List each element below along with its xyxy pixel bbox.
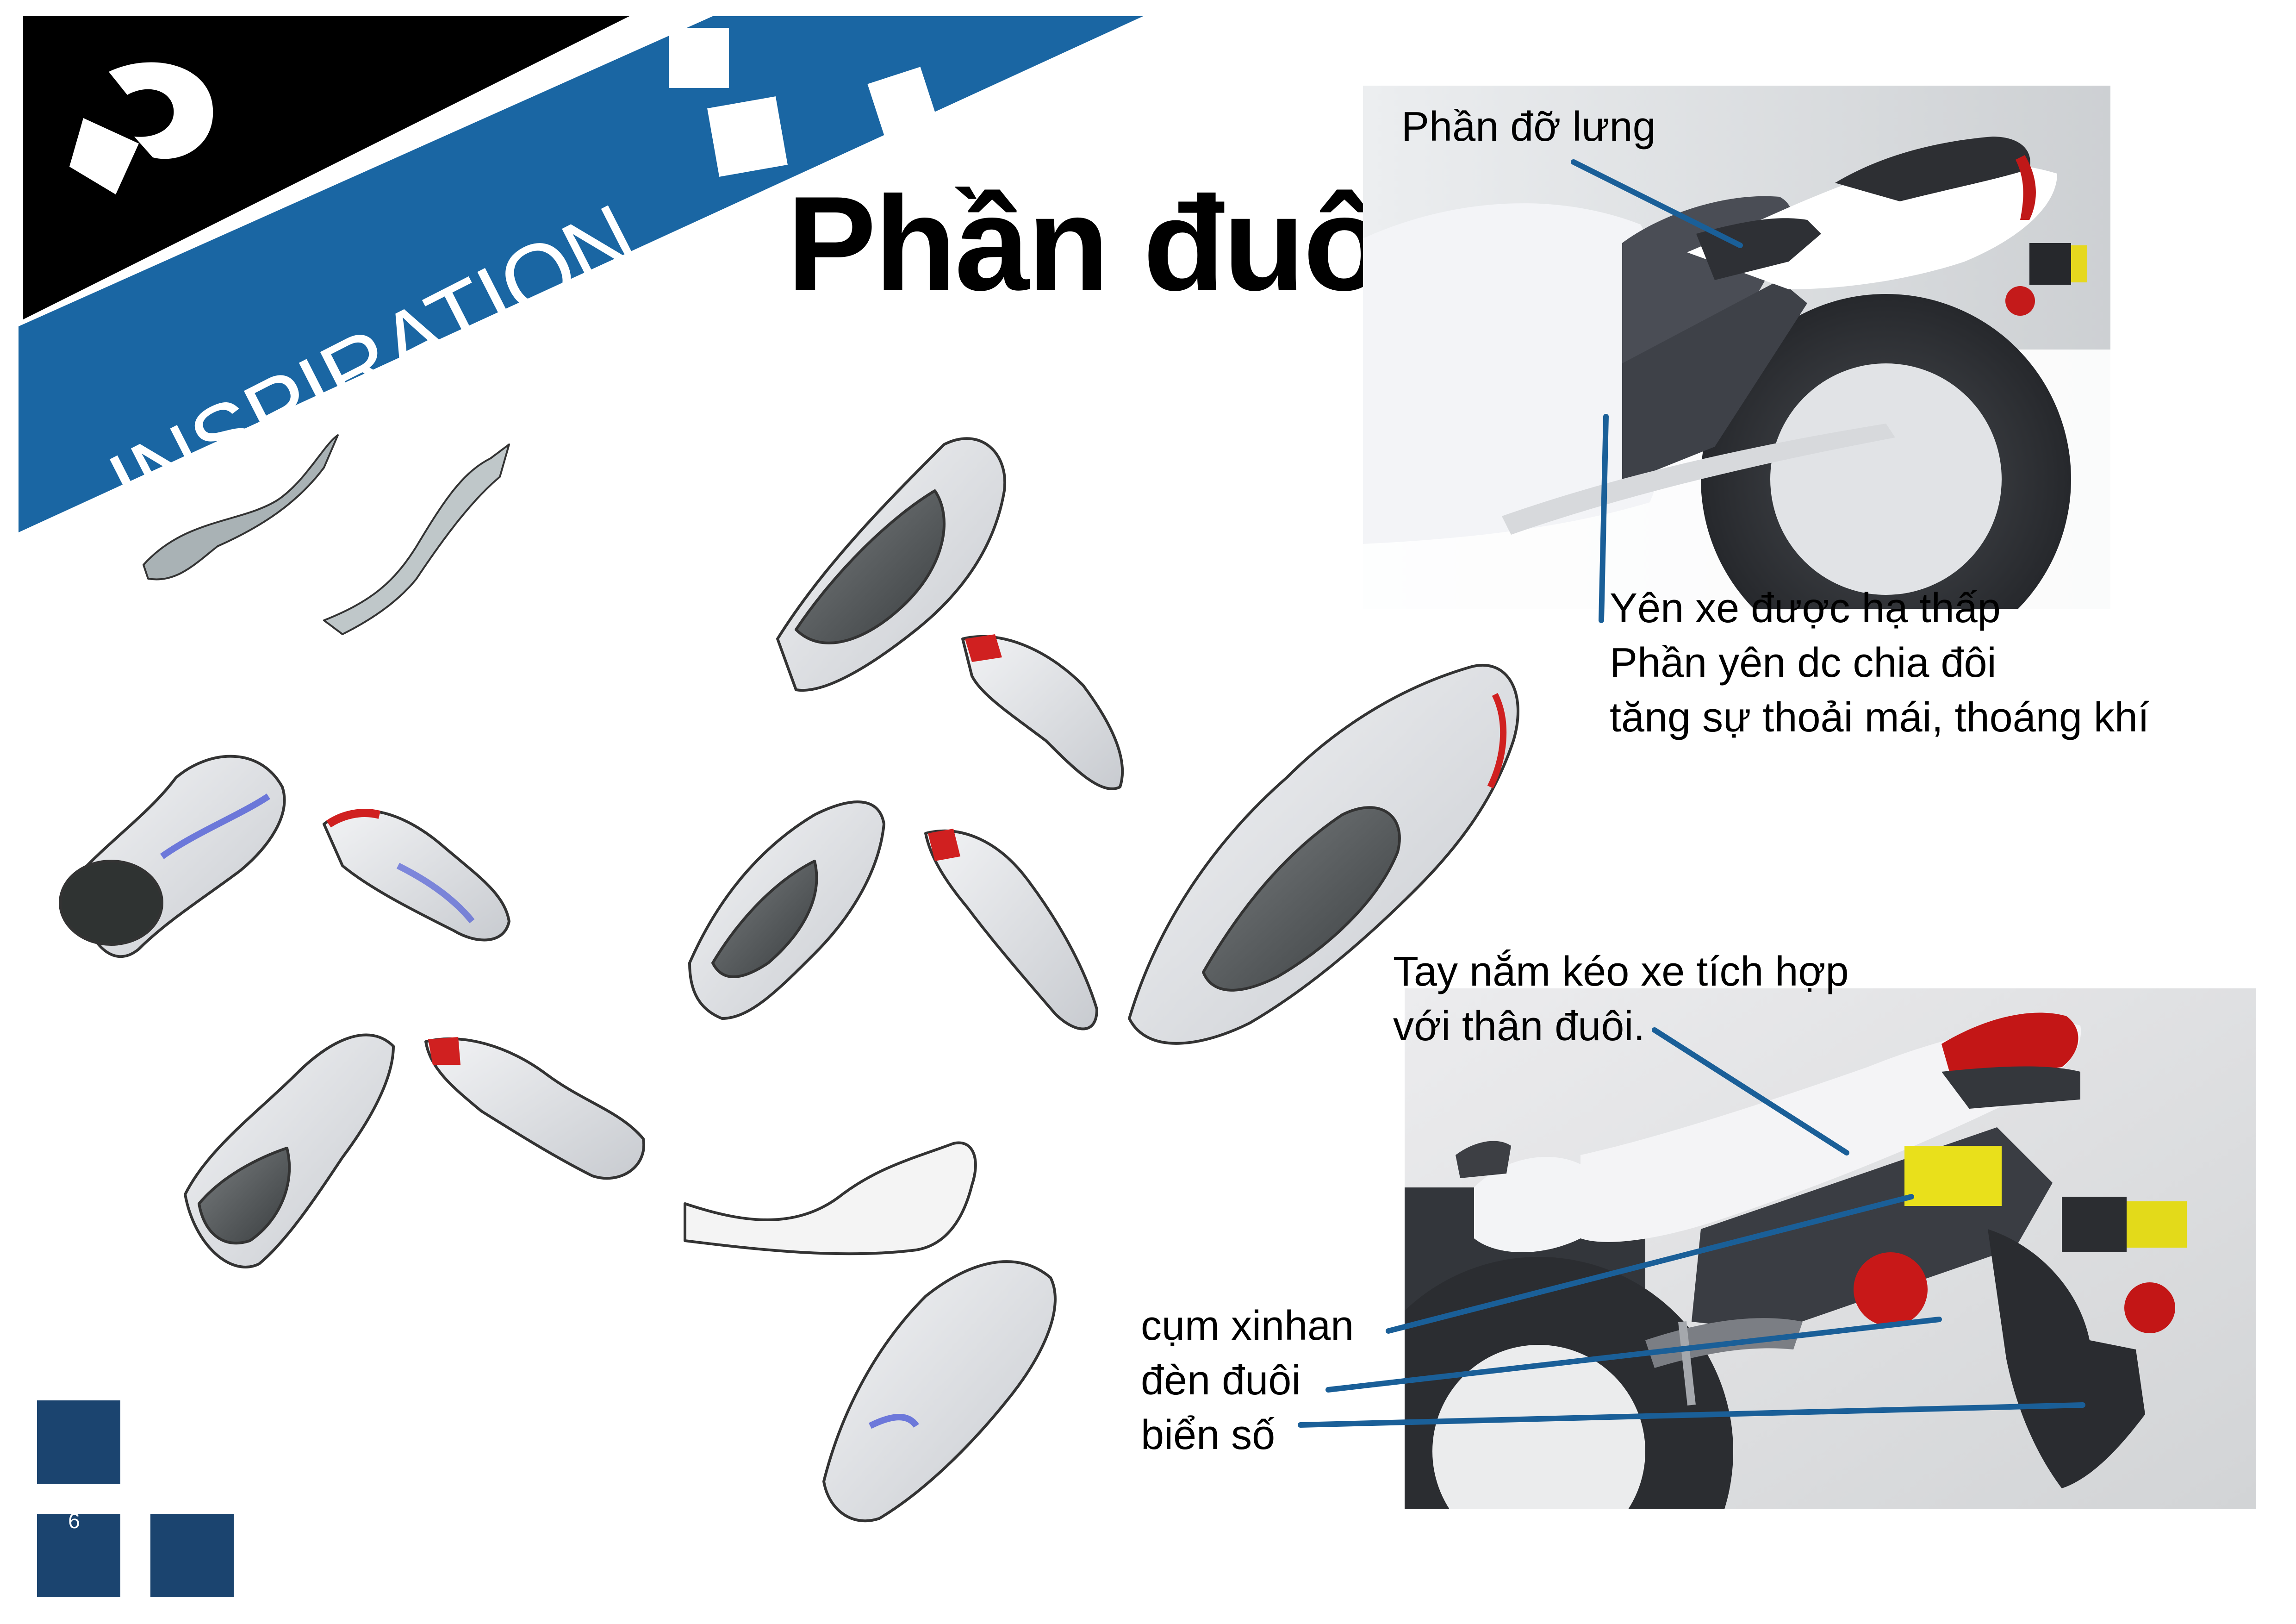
brand-logo xyxy=(69,62,213,194)
leader-handle xyxy=(1652,1027,1849,1156)
blue-banner xyxy=(19,16,1143,532)
footer-block-3 xyxy=(150,1514,234,1597)
callout-seat-line-1: Yên xe được hạ thấp xyxy=(1610,585,2001,631)
white-square-3 xyxy=(867,67,938,137)
sketch-tail-4 xyxy=(424,1037,646,1180)
callout-handle-line-1: Tay nắm kéo xe tích hợp xyxy=(1393,949,1849,995)
sketch-tail-8 xyxy=(924,829,1098,1031)
footer-block-2 xyxy=(37,1514,120,1597)
callout-tail-light: đèn đuôi xyxy=(1141,1357,1301,1404)
white-square-1 xyxy=(669,28,729,88)
sketch-side-1 xyxy=(143,434,339,581)
sketch-tail-10 xyxy=(822,1260,1057,1523)
footer-block-1 xyxy=(37,1400,120,1484)
render-photo-top xyxy=(1363,86,2110,609)
page-number: 6 xyxy=(68,1509,80,1533)
leader-seat xyxy=(1599,414,1609,623)
white-square-2 xyxy=(707,96,788,177)
callout-turn-signal: cụm xinhan xyxy=(1141,1303,1354,1349)
leader-tail-light xyxy=(1325,1317,1942,1393)
callout-seat-line-2: Phần yên dc chia đôi xyxy=(1610,640,1997,686)
leader-plate xyxy=(1298,1402,2085,1428)
callout-license-plate: biển số xyxy=(1141,1412,1276,1458)
sketch-tail-6 xyxy=(961,635,1124,790)
callout-backrest: Phần đỡ lưng xyxy=(1401,104,1656,150)
leader-turn-signal xyxy=(1386,1194,1914,1334)
callout-handle-line-2: với thân đuôi. xyxy=(1393,1003,1645,1049)
callout-seat-line-3: tăng sự thoải mái, thoáng khí xyxy=(1610,694,2149,741)
sketch-side-2 xyxy=(323,443,510,635)
page-title: Phần đuôi xyxy=(787,169,1421,319)
leader-backrest xyxy=(1571,159,1743,248)
sketch-side-3 xyxy=(684,1141,977,1255)
render-photo-bottom xyxy=(1405,988,2256,1509)
